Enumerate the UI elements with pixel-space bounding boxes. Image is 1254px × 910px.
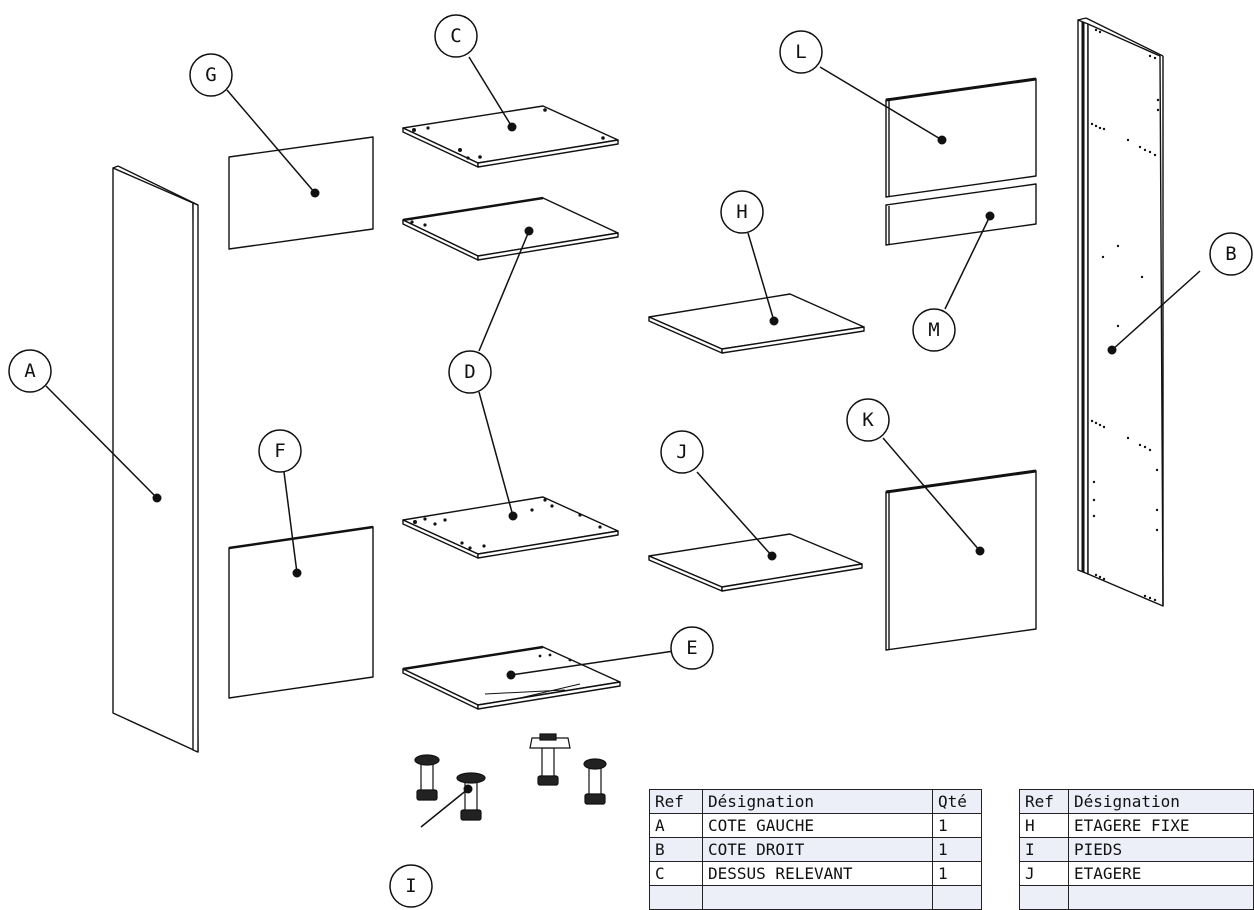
cell-designation: PIEDS [1067, 837, 1254, 862]
part-c-top-lift-panel [402, 105, 619, 168]
cell-designation: COTE DROIT [702, 837, 933, 862]
callout-k: K [862, 409, 874, 431]
callout-j: J [676, 441, 688, 463]
cell-ref: J [1019, 861, 1069, 886]
table-header-row: Ref Désignation Qté [649, 789, 982, 814]
header-qty: Qté [932, 789, 982, 814]
table-row: J ETAGERE [1019, 861, 1254, 886]
table-row: H ETAGERE FIXE [1019, 813, 1254, 838]
callout-h: H [736, 201, 748, 223]
table-row-cutoff [1019, 885, 1254, 910]
part-k-panel [885, 469, 1037, 651]
callout-i: I [405, 875, 417, 897]
table-row: B COTE DROIT 1 [649, 837, 982, 862]
part-h-fixed-shelf [648, 293, 865, 354]
callout-b: B [1225, 243, 1237, 265]
cell-ref: B [649, 837, 703, 862]
header-designation: Désignation [702, 789, 933, 814]
header-ref: Ref [649, 789, 703, 814]
callout-e: E [686, 637, 698, 659]
cell-designation: ETAGERE FIXE [1067, 813, 1254, 838]
part-m-panel [885, 183, 1037, 246]
callout-a: A [24, 360, 36, 382]
cell-ref: A [649, 813, 703, 838]
table-row-cutoff [649, 885, 982, 910]
part-b-right-side-panel [1077, 17, 1164, 607]
table-row: I PIEDS [1019, 837, 1254, 862]
callout-d: D [464, 361, 476, 383]
cell-qty: 1 [932, 861, 982, 886]
header-ref: Ref [1019, 789, 1069, 814]
cell-designation: DESSUS RELEVANT [702, 861, 933, 886]
cell-designation: ETAGERE [1067, 861, 1254, 886]
part-a-left-side-panel [112, 165, 199, 753]
leader-lines [45, 56, 1201, 828]
part-f-panel [228, 525, 374, 699]
part-l-panel [885, 77, 1037, 198]
part-d-shelf-lower [402, 496, 619, 559]
cell-qty: 1 [932, 813, 982, 838]
leader-dots [152, 122, 1117, 794]
cell-ref: H [1019, 813, 1069, 838]
part-i-feet [414, 733, 607, 821]
table-row: A COTE GAUCHE 1 [649, 813, 982, 838]
table-row: C DESSUS RELEVANT 1 [649, 861, 982, 886]
callout-m: M [928, 319, 940, 341]
callout-l: L [795, 41, 807, 63]
part-j-shelf [648, 533, 863, 592]
callout-g: G [205, 64, 217, 86]
cell-designation: COTE GAUCHE [702, 813, 933, 838]
header-designation: Désignation [1067, 789, 1254, 814]
part-g-panel [228, 136, 374, 250]
parts-table-left: Ref Désignation Qté A COTE GAUCHE 1 B CO… [649, 789, 982, 910]
cell-ref: C [649, 861, 703, 886]
part-d-shelf-upper [402, 196, 619, 261]
callout-f: F [274, 440, 286, 462]
cell-ref: I [1019, 837, 1069, 862]
callout-circles [8, 14, 1253, 908]
cell-qty: 1 [932, 837, 982, 862]
parts-table-right: Ref Désignation H ETAGERE FIXE I PIEDS J… [1019, 789, 1254, 910]
callout-c: C [450, 25, 462, 47]
table-header-row: Ref Désignation [1019, 789, 1254, 814]
drill-holes [410, 28, 1160, 662]
